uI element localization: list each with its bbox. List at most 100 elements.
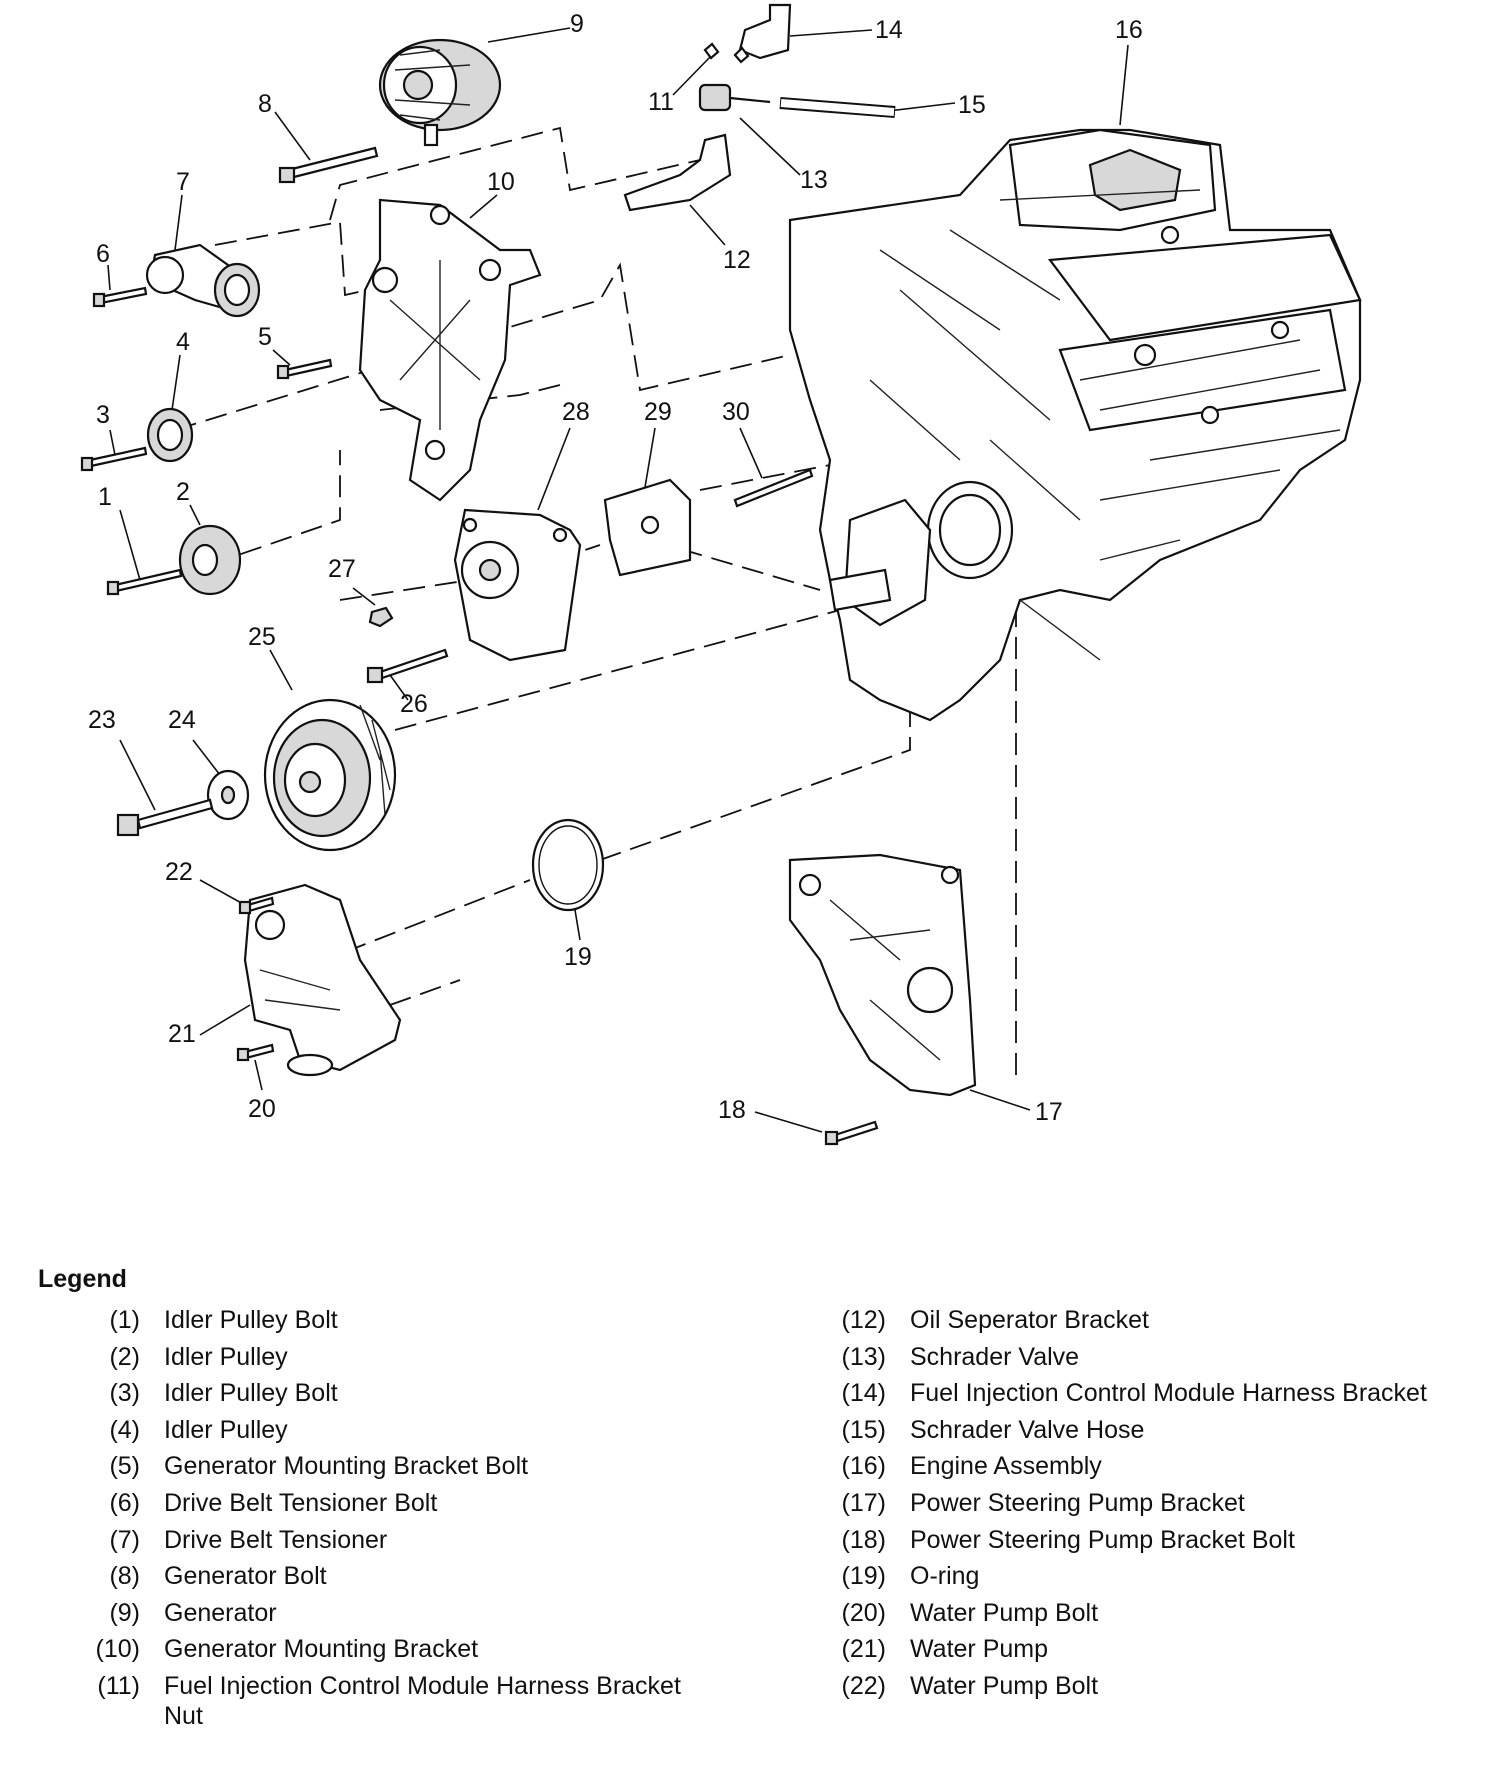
legend-description: O-ring [910,1562,980,1591]
legend-description: Fuel Injection Control Module Harness Br… [164,1671,681,1730]
legend-title: Legend [38,1265,127,1293]
callout-13: 13 [800,166,828,194]
tensioner-bolt [92,286,148,308]
legend-description: Generator [164,1598,277,1627]
legend-item: (6) Drive Belt Tensioner Bolt [76,1488,696,1518]
legend-item: (12) Oil Seperator Bracket [822,1305,1462,1335]
legend-number: (3) [109,1379,140,1408]
legend-number: (4) [109,1415,140,1444]
legend-description: Water Pump [910,1635,1049,1664]
callout-22: 22 [165,858,193,886]
bracket-29 [603,478,692,577]
legend-item: (18)Power Steering Pump Bracket Bolt [822,1525,1462,1555]
legend-number: (15) [841,1415,886,1444]
callout-30: 30 [722,398,750,426]
legend-number: (8) [109,1562,140,1591]
legend-description: Schrader Valve Hose [910,1415,1145,1444]
legend-item: (8) Generator Bolt [76,1561,696,1591]
legend-item: (2)Idler Pulley [76,1342,696,1372]
callout-5: 5 [258,323,272,351]
legend-item: (11)Fuel Injection Control Module Harnes… [76,1671,696,1731]
callout-15: 15 [958,91,986,119]
legend-number: (18) [841,1525,886,1554]
legend-description: Water Pump Bolt [910,1598,1099,1627]
bolt-26 [366,648,449,684]
schrader-valve-hose [779,97,896,118]
o-ring [531,818,605,912]
callout-9: 9 [570,10,584,38]
legend-item: (3)Idler Pulley Bolt [76,1378,696,1408]
legend-description: Drive Belt Tensioner [164,1525,388,1554]
legend-item: (10) Generator Mounting Bracket [76,1634,696,1664]
water-pump-bolt-upper [238,896,275,915]
callout-18: 18 [718,1096,746,1124]
legend-description: Drive Belt Tensioner Bolt [164,1488,438,1517]
callout-11: 11 [648,88,674,116]
legend-item: (16)Engine Assembly [822,1451,1462,1481]
nut-27 [368,606,394,628]
legend-number: (17) [841,1488,886,1517]
idler-pulley-lower [178,524,242,596]
callout-17: 17 [1035,1098,1063,1126]
legend-column-left: (1) Idler Pulley Bolt (2)Idler Pulley (3)Id… [76,1305,696,1738]
bolt-23 [116,798,214,837]
callout-29: 29 [644,398,672,426]
idler-pulley-bolt-lower [106,568,183,596]
legend-number: (5) [109,1452,140,1481]
legend-description: Fuel Injection Control Module Harness Br… [910,1379,1427,1408]
water-pump-bolt-lower [236,1043,275,1062]
bracket-bolt [276,358,333,380]
legend-item: (20)Water Pump Bolt [822,1598,1462,1628]
legend-item: (1) Idler Pulley Bolt [76,1305,696,1335]
legend-description: Schrader Valve [910,1342,1080,1371]
harness-bracket [738,3,792,60]
legend-description: Generator Bolt [164,1562,327,1591]
callout-25: 25 [248,623,276,651]
legend-number: (14) [841,1379,886,1408]
legend-item: (15) Schrader Valve Hose [822,1415,1462,1445]
callout-6: 6 [96,240,110,268]
generator-bolt [278,146,379,184]
generator-mounting-bracket [358,198,542,502]
legend-number: (16) [841,1452,886,1481]
leader-lines [107,27,1129,1133]
legend-item: (19) O-ring [822,1561,1462,1591]
legend-number: (10) [95,1635,140,1664]
exploded-view-diagram: 1 2 3 4 5 6 7 8 9 10 11 12 13 14 15 16 1… [80,3,1362,1146]
legend-description: Generator Mounting Bracket [164,1635,479,1664]
stud-30 [733,468,814,508]
legend-item: (4)Idler Pulley [76,1415,696,1445]
legend-item: (7)Drive Belt Tensioner [76,1525,696,1555]
callout-7: 7 [176,168,190,196]
legend-item: (5)Generator Mounting Bracket Bolt [76,1451,696,1481]
legend-number: (21) [841,1635,886,1664]
engine-assembly [788,128,1362,722]
legend-item: (9) Generator [76,1598,696,1628]
legend-description: Idler Pulley Bolt [164,1306,338,1334]
legend-number: (19) [841,1562,886,1591]
legend-number: (12) [841,1306,886,1334]
callout-28: 28 [562,398,590,426]
callout-labels: 1 2 3 4 5 6 7 8 9 10 11 12 13 14 15 16 1… [88,10,1143,1126]
legend-description: Oil Seperator Bracket [910,1306,1149,1334]
generator [378,38,502,147]
legend-item: (22)Water Pump Bolt [822,1671,1462,1701]
callout-27: 27 [328,555,356,583]
callout-14: 14 [875,16,903,44]
callout-10: 10 [487,168,515,196]
crankshaft-balancer [263,698,397,852]
legend-item: (21) Water Pump [822,1634,1462,1664]
drive-belt-tensioner [145,243,261,318]
schrader-valve [698,83,771,112]
idler-pulley-bolt-upper [80,446,148,472]
legend-number: (6) [109,1488,140,1517]
legend-number: (13) [841,1342,886,1371]
legend-number: (1) [109,1306,140,1334]
legend-description: Power Steering Pump Bracket [910,1488,1245,1517]
legend-number: (9) [109,1598,140,1627]
callout-20: 20 [248,1095,276,1123]
callout-1: 1 [98,483,112,511]
callout-26: 26 [400,690,428,718]
power-steering-bracket-bolt [824,1120,879,1146]
legend-number: (2) [109,1342,140,1371]
